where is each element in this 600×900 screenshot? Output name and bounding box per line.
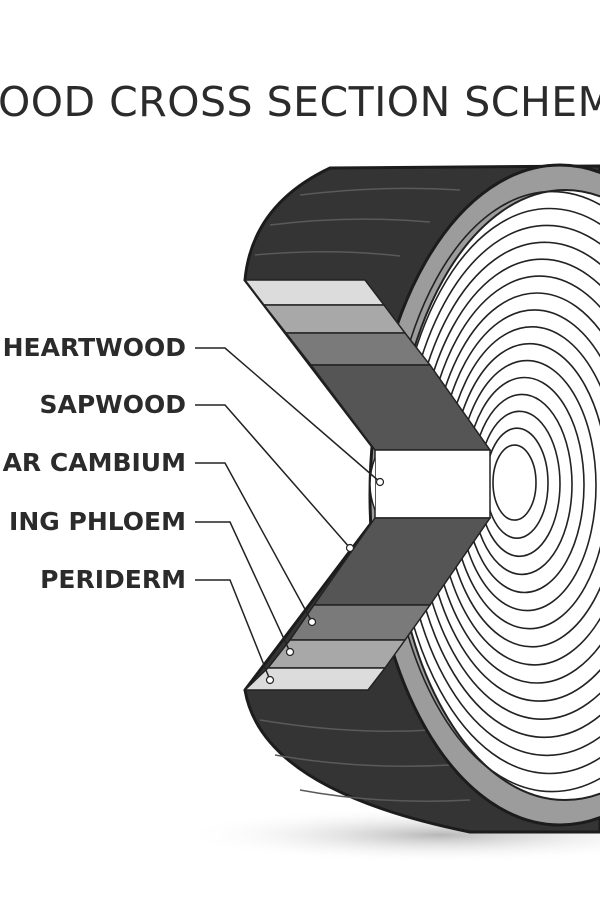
upper-cut-face (243, 279, 492, 451)
label-functioning-phloem: ING PHLOEM (9, 507, 186, 536)
label-heartwood: HEARTWOOD (2, 333, 186, 362)
heartwood-face (369, 449, 491, 519)
growth-ring (492, 444, 537, 521)
lower-cut-face (243, 517, 492, 691)
label-sapwood: SAPWOOD (39, 390, 186, 419)
leader-lines (195, 347, 381, 681)
label-periderm: PERIDERM (40, 565, 186, 594)
bark-grain (254, 187, 471, 802)
label-vascular-cambium: AR CAMBIUM (2, 448, 186, 477)
leader-dots (265, 477, 385, 685)
page-title: OOD CROSS SECTION SCHEM (0, 78, 600, 126)
